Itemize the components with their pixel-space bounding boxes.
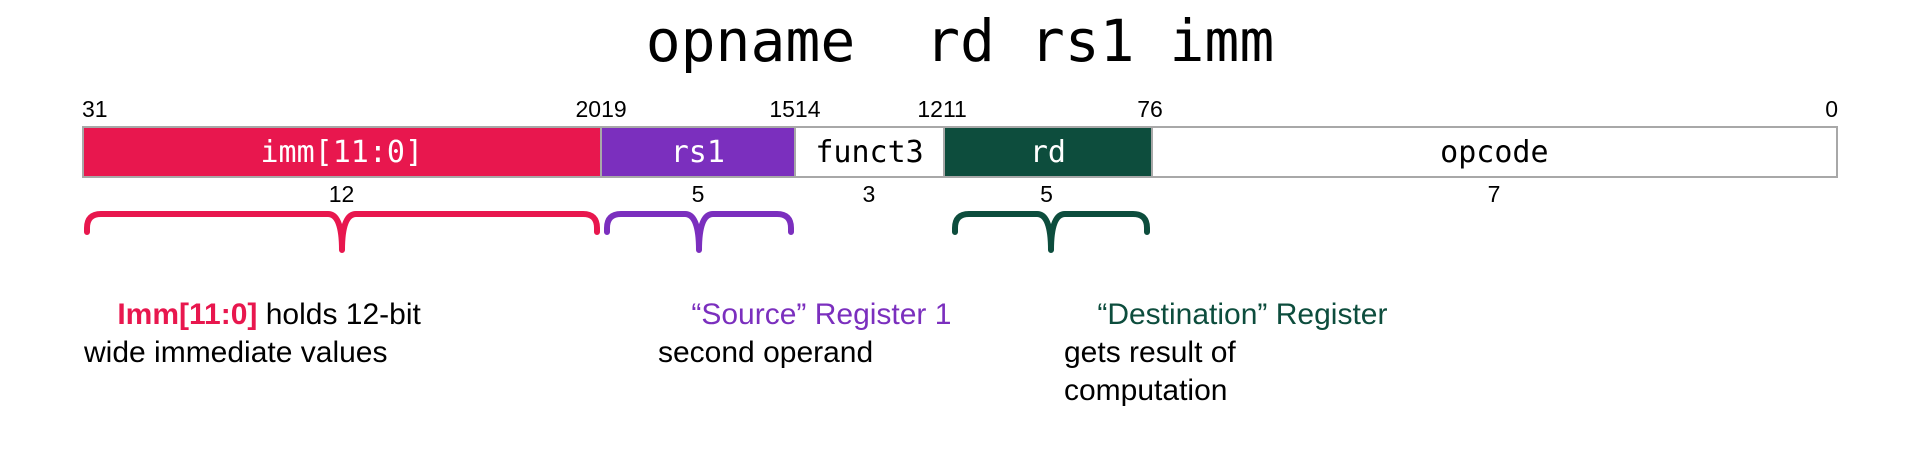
bit-label-14: 14 bbox=[794, 96, 821, 122]
field-funct3-label: funct3 bbox=[815, 134, 924, 170]
field-imm: imm[11:0] bbox=[84, 128, 602, 176]
annotation-rd-rest: gets result of computation bbox=[1064, 336, 1236, 407]
brace-rs1 bbox=[604, 210, 794, 254]
diagram-title: opname rd rs1 imm bbox=[645, 7, 1275, 75]
annotation-imm-rest: holds 12-bit wide immediate values bbox=[84, 298, 421, 369]
bit-label-11: 11 bbox=[942, 96, 967, 122]
annotation-rd: “Destination” Register gets result of co… bbox=[1064, 258, 1584, 448]
field-rd-label: rd bbox=[1029, 134, 1066, 170]
brace-rd-glyph bbox=[952, 211, 1150, 253]
bit-label-15: 15 bbox=[769, 96, 795, 122]
brace-rd bbox=[952, 210, 1150, 254]
bit-label-6: 6 bbox=[1149, 96, 1163, 122]
bit-label-31: 31 bbox=[82, 96, 108, 122]
field-width-funct3: 3 bbox=[862, 181, 876, 207]
field-width-row: 12 5 3 5 7 bbox=[82, 180, 1838, 208]
bit-label-0: 0 bbox=[1825, 96, 1838, 122]
bit-label-12: 12 bbox=[917, 96, 943, 122]
annotation-imm: Imm[11:0] holds 12-bit wide immediate va… bbox=[84, 258, 624, 410]
field-width-opcode: 7 bbox=[1487, 181, 1501, 207]
field-width-rd: 5 bbox=[1040, 181, 1053, 207]
field-rs1: rs1 bbox=[601, 128, 797, 176]
brace-rs1-glyph bbox=[604, 211, 794, 253]
annotation-rs1-rest: second operand bbox=[658, 336, 874, 369]
bit-label-20: 20 bbox=[575, 96, 602, 122]
annotation-rd-highlight: “Destination” Register bbox=[1097, 298, 1388, 331]
field-imm-label: imm[11:0] bbox=[260, 134, 424, 170]
field-opcode: opcode bbox=[1152, 128, 1836, 176]
field-width-rs1: 5 bbox=[691, 181, 705, 207]
instruction-field-bar: imm[11:0] rs1 funct3 rd opcode bbox=[82, 126, 1838, 178]
bit-label-19: 19 bbox=[601, 96, 627, 122]
field-rs1-label: rs1 bbox=[670, 134, 725, 170]
brace-imm bbox=[84, 210, 600, 254]
brace-imm-glyph bbox=[84, 211, 600, 253]
field-rd: rd bbox=[945, 128, 1153, 176]
field-opcode-label: opcode bbox=[1440, 134, 1549, 170]
annotation-rs1-highlight: “Source” Register 1 bbox=[691, 298, 952, 331]
annotation-rs1: “Source” Register 1 second operand bbox=[658, 258, 1058, 410]
bit-label-7: 7 bbox=[1137, 96, 1150, 122]
annotation-imm-highlight: Imm[11:0] bbox=[117, 298, 258, 331]
field-width-imm: 12 bbox=[328, 181, 355, 207]
field-funct3: funct3 bbox=[796, 128, 946, 176]
